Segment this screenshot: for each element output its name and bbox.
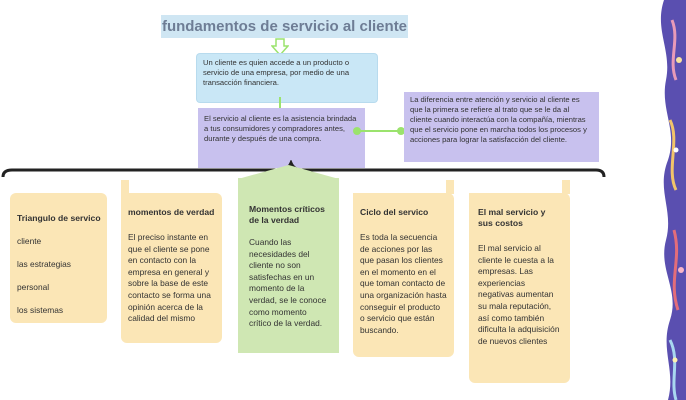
card-title: momentos de verdad — [128, 207, 215, 217]
card-title: Ciclo del servico — [360, 207, 429, 217]
card-title: Triangulo de servico — [17, 213, 101, 223]
card-tab — [446, 180, 454, 194]
customer-definition-box: Un cliente es quien accede a un producto… — [197, 54, 377, 102]
connector-dot-right — [397, 127, 405, 135]
card-body: El mal servicio al cliente le cuesta a l… — [478, 243, 560, 346]
list-item: personal — [17, 282, 50, 292]
card-body: Es toda la secuencia de acciones por las… — [360, 232, 447, 335]
card-title: El mal servicio y sus costos — [478, 207, 546, 228]
card-tab — [121, 180, 129, 194]
pentagon-top — [238, 165, 339, 179]
card-body: El preciso instante en que el cliente se… — [128, 232, 211, 324]
critical-moments-card: Momentos críticos de la verdad Cuando la… — [238, 178, 339, 353]
service-cycle-card: Ciclo del servico Es toda la secuencia d… — [353, 193, 454, 357]
down-arrow-icon — [271, 38, 289, 56]
list-item: las estrategias — [17, 259, 71, 269]
bad-service-card: El mal servicio y sus costos El mal serv… — [469, 193, 570, 383]
connector-dot-left — [353, 127, 361, 135]
moments-of-truth-card: momentos de verdad El preciso instante e… — [121, 193, 222, 343]
service-triangle-card: Triangulo de servico cliente las estrate… — [10, 193, 107, 323]
page-title: fundamentos de servicio al cliente — [161, 15, 408, 38]
card-body: Cuando las necesidades del cliente no so… — [249, 237, 327, 329]
card-tab — [562, 180, 570, 194]
card-title: Momentos críticos de la verdad — [249, 204, 325, 225]
list-item: los sistemas — [17, 305, 64, 315]
service-definition-box: El servicio al cliente es la asistencia … — [198, 108, 365, 168]
difference-box: La diferencia entre atención y servicio … — [404, 92, 599, 162]
decorative-watercolor-strip — [660, 0, 686, 400]
curly-brace — [1, 160, 606, 178]
connector-line — [356, 130, 403, 132]
dashed-connector — [279, 97, 281, 109]
list-item: cliente — [17, 236, 42, 246]
